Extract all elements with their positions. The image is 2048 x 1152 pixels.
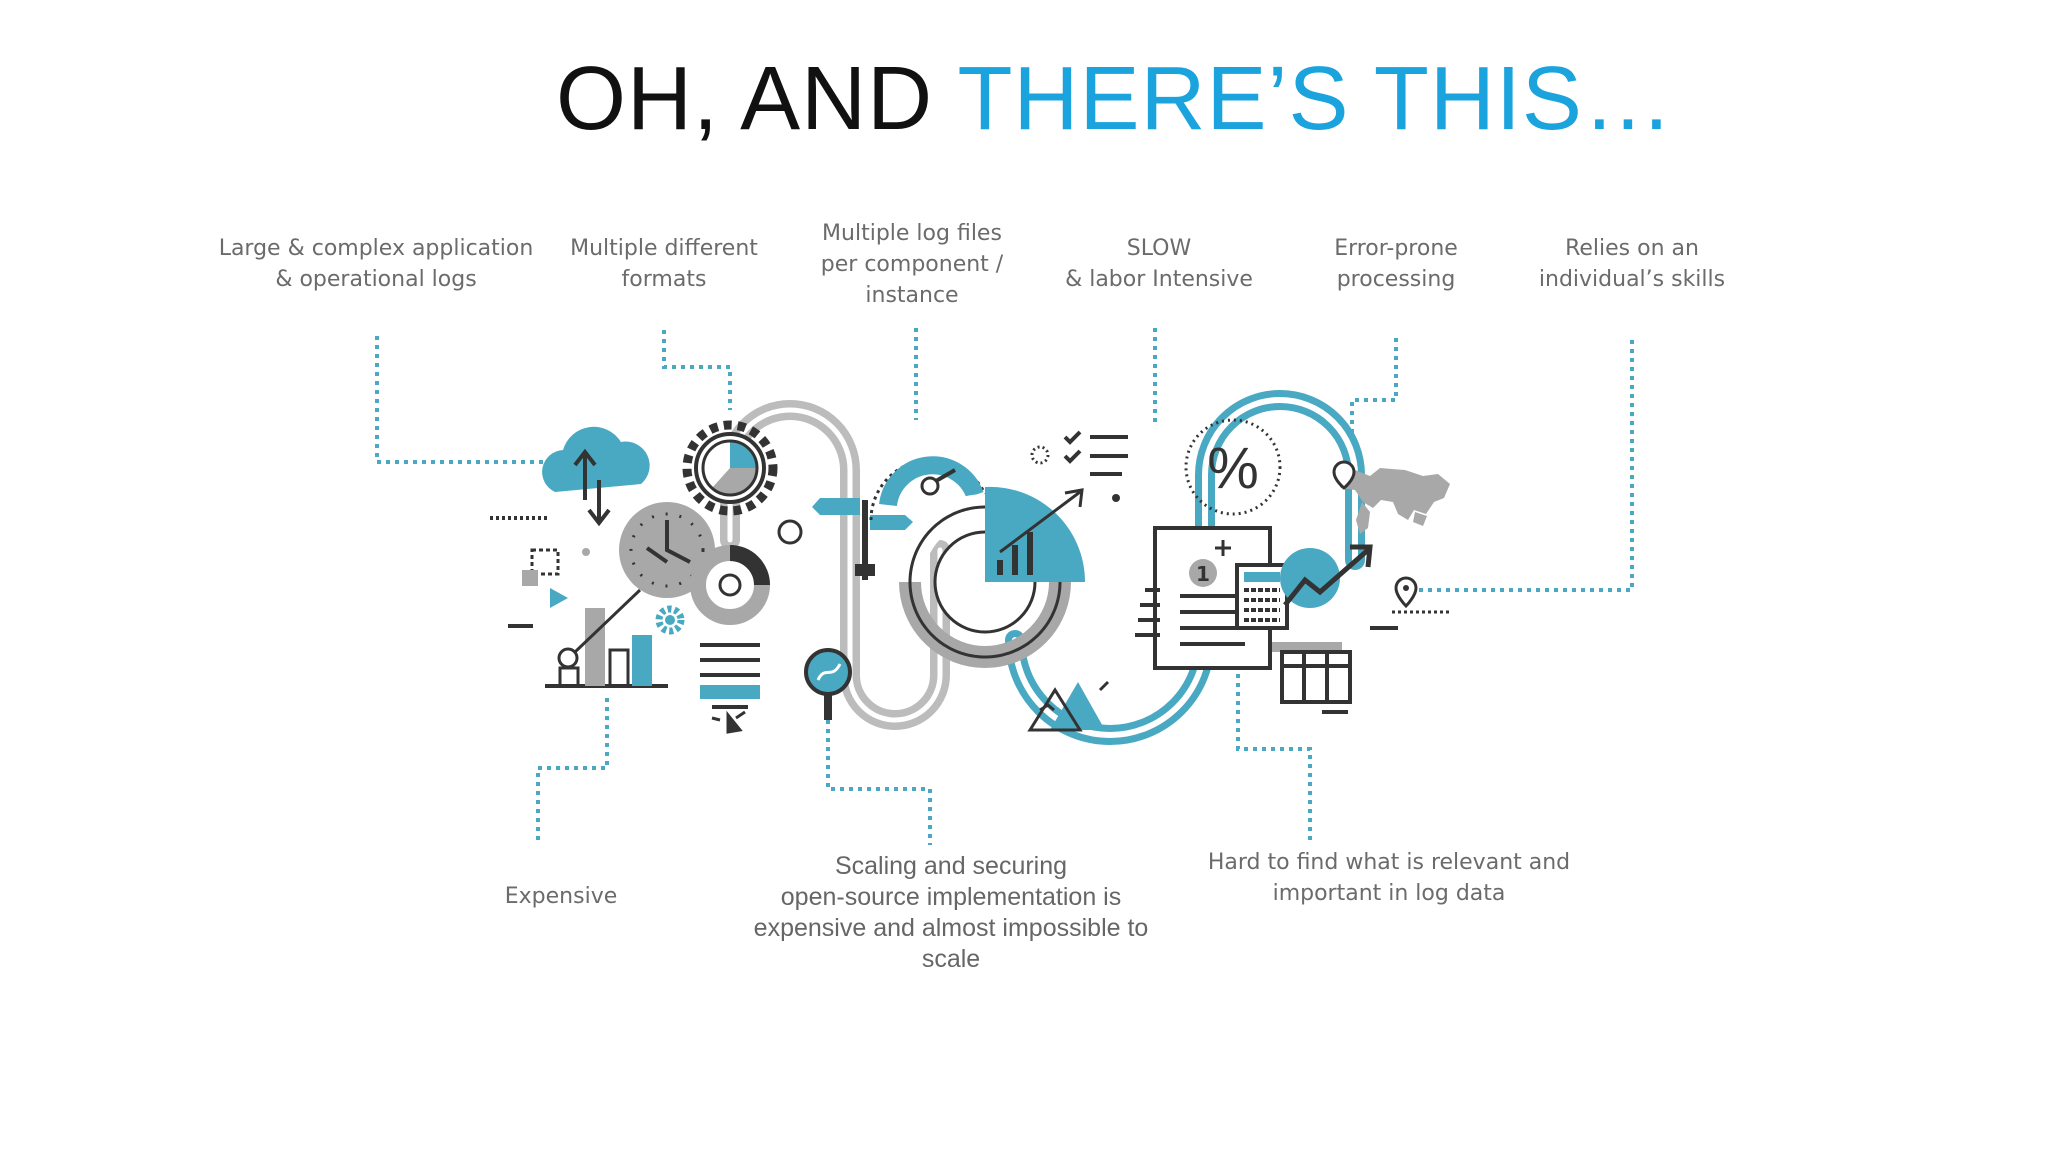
callout-expensive: Expensive: [505, 881, 618, 912]
cloud-icon: [542, 426, 650, 527]
callout-line: important in log data: [1272, 881, 1506, 906]
cursor-icon: [711, 710, 746, 734]
callout-error-prone: Error-prone processing: [1334, 233, 1458, 295]
callout-line: Relies on an: [1565, 236, 1699, 261]
mountains-icon: [1027, 680, 1110, 732]
leader-scaling: [826, 720, 932, 845]
percent-icon: %: [1184, 418, 1282, 516]
bar-chart-icon: [545, 588, 668, 688]
leader-large-logs: [375, 336, 560, 464]
callout-line: instance: [865, 283, 959, 308]
gauge-icon: [869, 456, 993, 521]
callout-large-logs: Large & complex application & operationa…: [219, 233, 534, 295]
gray-square: [522, 570, 538, 586]
trend-up-icon: [1280, 544, 1373, 608]
play-triangle-icon: [550, 588, 568, 608]
callout-line: & operational logs: [275, 267, 477, 292]
callout-line: expensive and almost impossible to: [753, 914, 1149, 942]
leader-skills: [1418, 340, 1634, 592]
small-gear-icon: [655, 605, 685, 635]
title-accent: THERE’S THIS…: [957, 49, 1674, 149]
callout-line: Hard to find what is relevant and: [1207, 850, 1571, 875]
callout-line: scale: [921, 945, 981, 973]
dotted-circle: [1030, 445, 1050, 465]
dashed-square: [530, 548, 560, 576]
document-lines: [700, 643, 760, 709]
callout-line: Multiple log files: [822, 221, 1002, 246]
callout-formats: Multiple different formats: [570, 233, 758, 295]
callout-line: processing: [1336, 267, 1456, 292]
donut-chart-icon: [690, 545, 770, 625]
callout-line: Multiple different: [570, 236, 758, 261]
location-pin-icon: [1392, 576, 1452, 614]
callout-line: Scaling and securing: [834, 852, 1068, 880]
leader-error-prone: [1350, 338, 1398, 470]
title-plain: OH, AND: [556, 49, 958, 149]
callout-log-files: Multiple log files per component / insta…: [821, 218, 1003, 311]
callout-hard-to-find: Hard to find what is relevant and import…: [1208, 847, 1570, 909]
gray-dot: [582, 548, 590, 556]
world-map-icon: [1332, 460, 1450, 534]
percent-glyph: %: [1207, 436, 1259, 501]
callout-line: Error-prone: [1334, 236, 1458, 261]
leader-expensive: [536, 698, 609, 845]
callout-line: SLOW: [1126, 236, 1192, 261]
track-node: [777, 519, 803, 545]
page-title: OH, AND THERE’S THIS…: [0, 48, 2048, 151]
callout-line: & labor Intensive: [1065, 267, 1253, 292]
leader-formats: [662, 330, 732, 410]
callout-line: Expensive: [504, 884, 618, 909]
callout-scaling: Scaling and securing open-source impleme…: [754, 851, 1149, 975]
number-glyph: 1: [1196, 562, 1210, 586]
callout-line: formats: [621, 267, 707, 292]
callout-line: per component /: [820, 252, 1004, 277]
big-donut-chart-icon: [897, 486, 1085, 668]
table-grid-icon: [1272, 642, 1352, 714]
checklist-icon: [1063, 430, 1128, 476]
clock-icon: [619, 502, 715, 598]
calculator-icon: [1235, 563, 1289, 630]
magnifier-icon: [804, 648, 852, 720]
gear-icon: [682, 420, 778, 516]
callout-line: Large & complex application: [218, 236, 534, 261]
callout-line: individual’s skills: [1538, 267, 1726, 292]
callout-slow: SLOW & labor Intensive: [1065, 233, 1253, 295]
callout-line: open-source implementation is: [780, 883, 1122, 911]
track-gray-center: [727, 407, 943, 723]
dot: [1112, 494, 1120, 502]
callout-skills: Relies on an individual’s skills: [1539, 233, 1725, 295]
leader-hard-to-find: [1236, 665, 1312, 840]
leader-lines: [375, 328, 1634, 845]
signpost-icon: [812, 498, 913, 580]
